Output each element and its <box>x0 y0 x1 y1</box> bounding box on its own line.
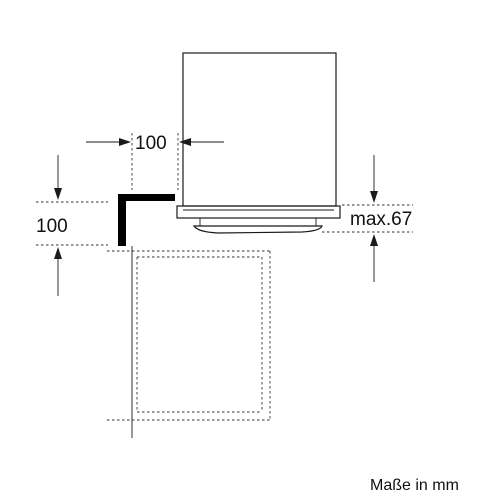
horizontal-dimension-label: 100 <box>135 133 167 154</box>
hood-filter-panel <box>192 225 323 234</box>
vertical-dimension-left <box>36 155 108 296</box>
arrow-left-icon <box>179 138 191 146</box>
arrow-right-icon <box>119 138 131 146</box>
wall-bracket <box>118 194 175 246</box>
vertical-dimension-label: 100 <box>36 216 68 237</box>
base-cabinet-outline <box>107 250 271 421</box>
arrow-down-icon <box>54 188 62 200</box>
extractor-hood <box>176 205 341 234</box>
horizontal-dimension <box>86 133 224 190</box>
arrow-down-icon <box>370 191 378 203</box>
hood-rim <box>176 205 341 219</box>
units-note: Maße in mm <box>370 477 459 494</box>
arrow-up-icon <box>370 234 378 246</box>
arrow-up-icon <box>54 247 62 259</box>
upper-cabinet <box>182 52 337 207</box>
hood-height-label: max.67 <box>350 209 412 230</box>
vertical-dimension-right <box>322 155 413 282</box>
